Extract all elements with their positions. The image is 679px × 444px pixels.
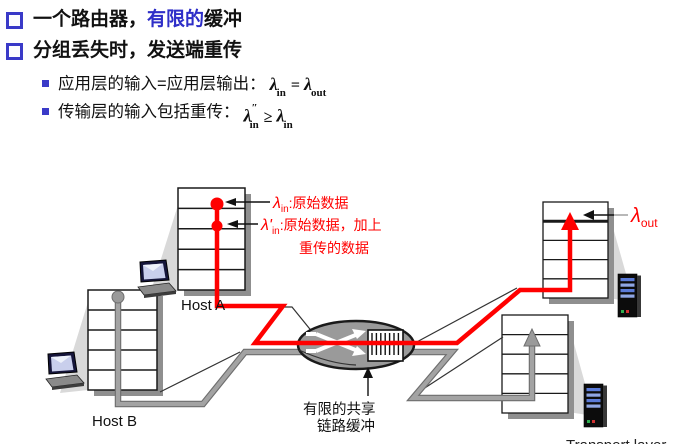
- host-a-label: Host A: [181, 297, 225, 314]
- host-b-protocol-stack: [87, 289, 158, 391]
- square-bullet-icon: [6, 43, 23, 60]
- lambda-symbol: λ: [276, 105, 285, 126]
- server-icon: [617, 273, 642, 318]
- sub-bullet-2-text: 传输层的输入包括重传：: [58, 103, 240, 121]
- annotation-arrows: [225, 198, 628, 396]
- buffer-note-line2: 链路缓冲: [317, 418, 375, 435]
- small-square-bullet-icon: [42, 108, 49, 115]
- bullet-1-text: 一个路由器，有限的缓冲: [33, 8, 242, 32]
- sub-bullet-1-text: 应用层的输入=应用层输出：: [58, 75, 266, 93]
- formula-lambda-prime-ge-lambda: λ″in≥λin: [243, 102, 293, 131]
- red-up-arrowhead: [561, 212, 579, 230]
- bullet-1-post: 缓冲: [204, 9, 243, 30]
- buffer-note-line1: 有限的共享: [303, 401, 376, 418]
- original-data-path: [214, 204, 573, 346]
- lambda-in-prime-label: λ'in:原始数据，加上: [260, 217, 382, 237]
- receiver-top-protocol-stack: [542, 201, 609, 299]
- lambda-in-label: λin:原始数据: [272, 195, 349, 215]
- lambda-out-label: λout: [630, 205, 658, 230]
- host-b-label: Host B: [92, 413, 137, 430]
- lambda-symbol: λ: [303, 74, 312, 94]
- small-square-bullet-icon: [42, 80, 49, 87]
- lambda-in-dot: [210, 197, 224, 211]
- sub-bullet-line-1: 应用层的输入=应用层输出： λin=λout: [42, 73, 327, 102]
- network-diagram: Host A Host B λin:原始数据 λ'in:原始数据，加上 重传的数…: [45, 187, 666, 444]
- bullet-line-1: 一个路由器，有限的缓冲: [6, 8, 242, 32]
- clipped-transport-label: Transport layer: [566, 437, 666, 444]
- lambda-symbol: λ: [243, 105, 252, 126]
- server-icon: [583, 383, 608, 428]
- lambda-symbol: λ: [269, 74, 278, 94]
- bullet-1-emphasis: 有限的: [147, 9, 205, 30]
- sub-bullet-line-2: 传输层的输入包括重传： λ″in≥λin: [42, 101, 294, 134]
- square-bullet-icon: [6, 12, 23, 29]
- gray-data-dot: [111, 290, 125, 304]
- bullet-1-pre: 一个路由器，: [33, 9, 148, 30]
- buffer-icon: [367, 329, 404, 362]
- formula-lambda-in-equals-out: λin=λout: [269, 74, 327, 100]
- lambda-in-prime-dot: [211, 220, 223, 232]
- bullet-line-2: 分组丢失时，发送端重传: [6, 39, 242, 63]
- lambda-in-prime-label-line2: 重传的数据: [299, 240, 369, 256]
- host-a-protocol-stack: [177, 187, 246, 291]
- bullet-2-text: 分组丢失时，发送端重传: [33, 40, 243, 61]
- gray-up-arrowhead: [523, 327, 541, 347]
